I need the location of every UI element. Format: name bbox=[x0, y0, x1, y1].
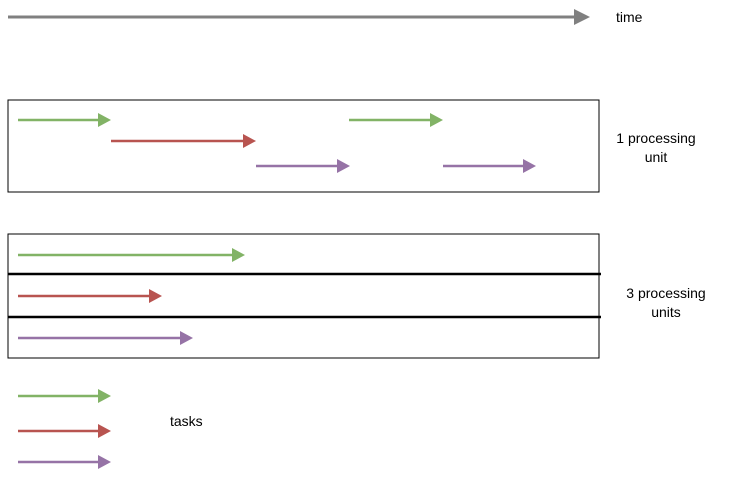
task-arrow-green bbox=[18, 248, 245, 262]
task-arrow-green bbox=[18, 113, 111, 127]
single-unit-label-line1: 1 processing bbox=[616, 130, 695, 146]
multi-unit-frame bbox=[7, 233, 600, 359]
legend-arrow-red bbox=[18, 424, 111, 438]
task-arrow-purple bbox=[443, 159, 536, 173]
task-legend: tasks bbox=[18, 389, 203, 469]
task-arrow-red bbox=[18, 289, 162, 303]
task-arrow-green bbox=[349, 113, 443, 127]
multi-unit-label-line2: units bbox=[651, 304, 681, 320]
legend-arrow-purple bbox=[18, 455, 111, 469]
single-unit-panel: 1 processing unit bbox=[7, 99, 696, 193]
task-arrow-purple bbox=[256, 159, 350, 173]
single-unit-label-line2: unit bbox=[645, 149, 668, 165]
single-unit-frame bbox=[7, 99, 600, 193]
tasks-label: tasks bbox=[170, 413, 203, 429]
multi-unit-panel: 3 processing units bbox=[7, 233, 706, 359]
legend-arrow-green bbox=[18, 389, 111, 403]
task-arrow-red bbox=[111, 134, 256, 148]
multi-unit-label-line1: 3 processing bbox=[626, 285, 705, 301]
time-label: time bbox=[616, 9, 643, 25]
task-arrow-purple bbox=[18, 331, 193, 345]
time-arrow-head bbox=[574, 9, 590, 25]
time-axis: time bbox=[8, 9, 643, 25]
